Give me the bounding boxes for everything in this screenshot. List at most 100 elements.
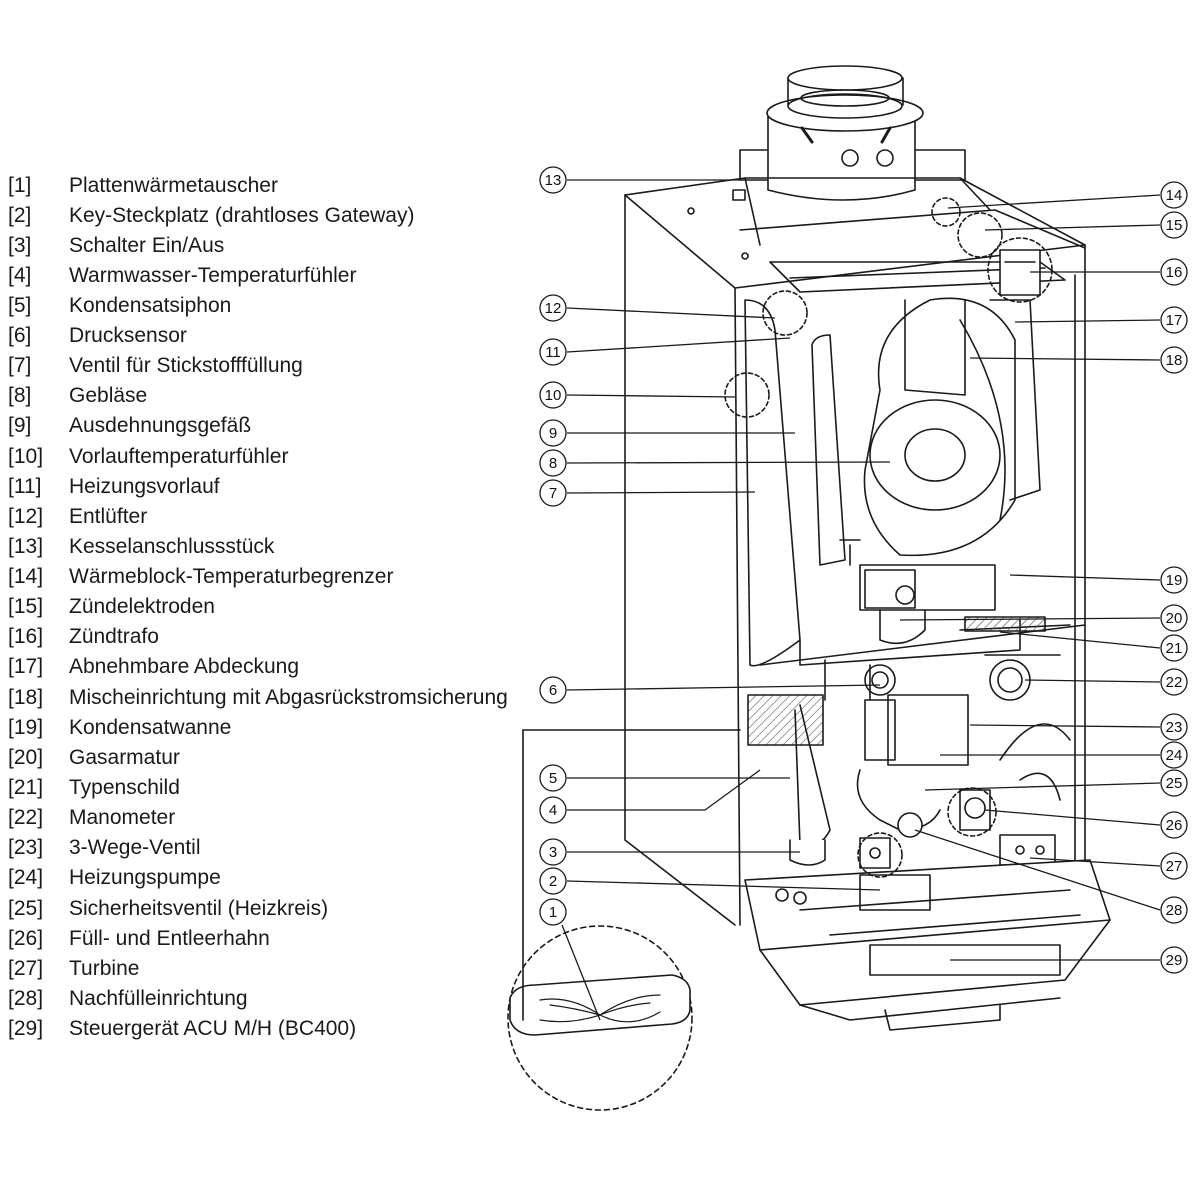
legend-label: Abnehmbare Abdeckung (69, 655, 300, 678)
legend-label: Typenschild (69, 776, 180, 799)
fan-blower (863, 249, 1041, 557)
legend-number: [25] (8, 897, 44, 920)
legend-number: [28] (8, 987, 44, 1010)
callout-number: 20 (1166, 610, 1183, 627)
callout-27: 27 (1160, 852, 1188, 880)
callout-2: 2 (539, 867, 567, 895)
callout-22: 22 (1160, 668, 1188, 696)
legend-number: [15] (8, 595, 44, 618)
legend-number: [8] (8, 384, 32, 407)
plate-heat-exchanger-inset (507, 729, 741, 1111)
legend-number: [26] (8, 927, 44, 950)
legend-number: [2] (8, 204, 32, 227)
control-unit (744, 859, 1111, 1031)
callout-14: 14 (1160, 181, 1188, 209)
legend-label: 3-Wege-Ventil (69, 836, 201, 859)
legend-label: Plattenwärmetauscher (69, 174, 278, 197)
legend-number: [11] (8, 475, 42, 498)
legend-number: [18] (8, 686, 44, 709)
callout-number: 17 (1166, 312, 1183, 329)
legend-number: [23] (8, 836, 44, 859)
callout-4: 4 (539, 796, 567, 824)
callout-24: 24 (1160, 741, 1188, 769)
callout-number: 24 (1166, 747, 1183, 764)
callout-number: 11 (545, 344, 561, 361)
callout-number: 16 (1166, 264, 1183, 281)
legend-number: [21] (8, 776, 44, 799)
callout-26: 26 (1160, 811, 1188, 839)
callout-number: 5 (549, 770, 557, 787)
leader-lines (561, 179, 1161, 1021)
component-legend: [1]Plattenwärmetauscher [2]Key-Steckplat… (0, 0, 520, 1200)
callout-21: 21 (1160, 634, 1188, 662)
legend-number: [10] (8, 445, 44, 468)
callout-29: 29 (1160, 946, 1188, 974)
legend-label: Füll- und Entleerhahn (69, 927, 270, 950)
legend-number: [7] (8, 354, 32, 377)
legend-label: Zündtrafo (69, 625, 159, 648)
legend-number: [29] (8, 1017, 44, 1040)
callout-28: 28 (1160, 896, 1188, 924)
legend-label: Kondensatsiphon (69, 294, 232, 317)
callout-number: 29 (1166, 952, 1183, 969)
detail-circle (724, 372, 770, 418)
legend-number: [5] (8, 294, 32, 317)
legend-label: Kesselanschlussstück (69, 535, 275, 558)
legend-number: [20] (8, 746, 44, 769)
detail-circle (987, 237, 1053, 303)
casing (624, 177, 1086, 926)
detail-circle (857, 832, 903, 878)
flue-connector (739, 65, 966, 201)
callout-number: 8 (549, 455, 557, 472)
callout-number: 25 (1166, 775, 1183, 792)
callout-number: 28 (1166, 902, 1183, 919)
detail-circle (947, 787, 997, 837)
callout-number: 18 (1166, 352, 1183, 369)
legend-label: Heizungsvorlauf (69, 475, 220, 498)
legend-number: [22] (8, 806, 44, 829)
callout-8: 8 (539, 449, 567, 477)
legend-label: Vorlauftemperaturfühler (69, 445, 289, 468)
legend-number: [12] (8, 505, 44, 528)
callout-9: 9 (539, 419, 567, 447)
callout-number: 27 (1166, 858, 1183, 875)
legend-label: Warmwasser-Temperaturfühler (69, 264, 357, 287)
legend-label: Zündelektroden (69, 595, 215, 618)
callout-number: 14 (1166, 187, 1183, 204)
legend-label: Ausdehnungsgefäß (69, 414, 252, 437)
callout-17: 17 (1160, 306, 1188, 334)
legend-number: [17] (8, 655, 44, 678)
legend-label: Mischeinrichtung mit Abgasrückstromsiche… (69, 686, 508, 709)
legend-label: Turbine (69, 957, 140, 980)
callout-number: 6 (549, 682, 557, 699)
legend-label: Gasarmatur (69, 746, 180, 769)
legend-label: Nachfülleinrichtung (69, 987, 248, 1010)
callout-number: 23 (1166, 719, 1183, 736)
legend-number: [9] (8, 414, 32, 437)
callout-20: 20 (1160, 604, 1188, 632)
callout-number: 7 (549, 485, 557, 502)
hydraulic-module (747, 616, 1071, 869)
callout-25: 25 (1160, 769, 1188, 797)
callout-18: 18 (1160, 346, 1188, 374)
detail-circle (762, 290, 808, 336)
callout-number: 12 (545, 300, 562, 317)
callout-number: 4 (549, 802, 557, 819)
legend-number: [24] (8, 866, 44, 889)
legend-number: [3] (8, 234, 32, 257)
legend-number: [19] (8, 716, 44, 739)
legend-label: Kondensatwanne (69, 716, 232, 739)
callout-7: 7 (539, 479, 567, 507)
legend-number: [16] (8, 625, 44, 648)
callout-5: 5 (539, 764, 567, 792)
callout-12: 12 (539, 294, 567, 322)
callout-number: 15 (1166, 217, 1183, 234)
detail-circle (931, 197, 961, 227)
detail-circle (957, 212, 1003, 258)
callout-number: 1 (549, 904, 557, 921)
callout-markers: 1 2 3 4 5 6 7 8 9 10 11 12 13 14 15 16 1… (539, 166, 1188, 974)
callout-1: 1 (539, 898, 567, 926)
callout-19: 19 (1160, 566, 1188, 594)
